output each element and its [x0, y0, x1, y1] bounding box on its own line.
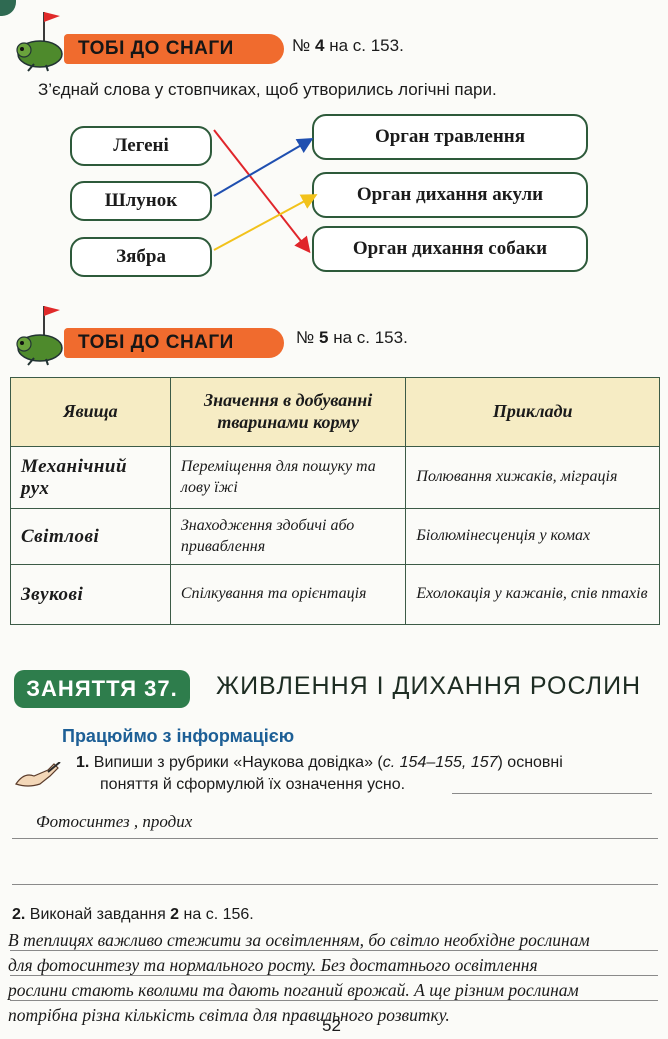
- answer-rule: [10, 975, 658, 976]
- answer-line: для фотосинтезу та нормального росту. Бе…: [8, 955, 538, 975]
- banner-label: ТОБІ ДО СНАГИ: [64, 34, 284, 64]
- table-cell-example: Ехолокація у кажанів, спів птахів: [405, 564, 660, 625]
- table-cell-meaning: Знаходження здобичі або приваблення: [169, 508, 407, 565]
- connection-line-lungs: [213, 129, 311, 254]
- left-word-gills: Зябра: [70, 237, 212, 277]
- connection-line-stomach: [213, 137, 314, 197]
- matching-lines: [213, 129, 318, 254]
- section-banner-1: ТОБІ ДО СНАГИ: [10, 12, 310, 72]
- beetle-flag-icon: [16, 306, 63, 366]
- section-subheading: Працюймо з інформацією: [62, 726, 295, 746]
- right-word-digestion: Орган травлення: [312, 114, 588, 160]
- right-word-dog-breathing: Орган дихання собаки: [312, 226, 588, 272]
- answer-line: рослини стають кволими та дають поганий …: [8, 980, 579, 1000]
- task-1-text: 1. Випиши з рубрики «Наукова довідка» (с…: [76, 754, 563, 771]
- banner-label: ТОБІ ДО СНАГИ: [64, 328, 284, 358]
- answer-rule: [12, 838, 658, 839]
- section-banner-2: ТОБІ ДО СНАГИ: [10, 306, 310, 366]
- answer-rule: [452, 793, 652, 794]
- answer-rule: [10, 1000, 658, 1001]
- table-cell-meaning: Спілкування та орієнтація: [169, 564, 407, 625]
- beetle-flag-icon: [16, 12, 63, 72]
- table-row: Звукові Спілкування та орієнтація Ехолок…: [10, 564, 660, 625]
- left-word-stomach: Шлунок: [70, 181, 212, 221]
- page-number: 52: [322, 1016, 341, 1035]
- table-header-row: Явища Значення в добуванні тваринами кор…: [10, 377, 660, 447]
- table-cell-phenomenon: Світлові: [10, 508, 171, 565]
- answer-rule: [12, 884, 658, 885]
- table-cell-phenomenon: Звукові: [10, 564, 171, 625]
- table-cell-meaning: Переміщення для пошуку та лову їжі: [169, 446, 407, 509]
- phenomena-table: Явища Значення в добуванні тваринами кор…: [10, 377, 660, 625]
- table-header-cell: Приклади: [405, 377, 660, 447]
- lesson-badge: ЗАНЯТТЯ 37.: [14, 670, 190, 708]
- table-row: Світлові Знаходження здобичі або привабл…: [10, 508, 660, 565]
- task-reference-4: № 4 на с. 153.: [292, 36, 404, 55]
- writing-hand-icon: [15, 762, 61, 787]
- answer-line: потрібна різна кількість світла для прав…: [8, 1005, 450, 1025]
- connection-line-gills: [213, 194, 318, 251]
- table-header-cell: Значення в добуванні тваринами корму: [169, 377, 407, 447]
- task-1-text-line-2: поняття й сформулюй їх означення усно.: [100, 776, 406, 793]
- lesson-title: ЖИВЛЕННЯ І ДИХАННЯ РОСЛИН: [216, 672, 642, 700]
- matching-instruction: З’єднай слова у стовпчиках, щоб утворили…: [38, 80, 497, 99]
- table-cell-example: Біолюмінесценція у комах: [405, 508, 660, 565]
- task-2-text: 2. Виконай завдання 2 на с. 156.: [12, 906, 254, 923]
- task-1-answer: Фотосинтез , продих: [36, 812, 193, 831]
- table-cell-example: Полювання хижаків, міграція: [405, 446, 660, 509]
- answer-line: В теплицях важливо стежити за освітлення…: [8, 930, 590, 950]
- left-word-lungs: Легені: [70, 126, 212, 166]
- table-row: Механічний рух Переміщення для пошуку та…: [10, 446, 660, 509]
- task-2-answer: В теплицях важливо стежити за освітлення…: [8, 928, 660, 1028]
- table-cell-phenomenon: Механічний рух: [10, 446, 171, 509]
- table-header-cell: Явища: [10, 377, 171, 447]
- task-reference-5: № 5 на с. 153.: [296, 328, 408, 347]
- answer-rule: [10, 950, 658, 951]
- right-word-shark-breathing: Орган дихання акули: [312, 172, 588, 218]
